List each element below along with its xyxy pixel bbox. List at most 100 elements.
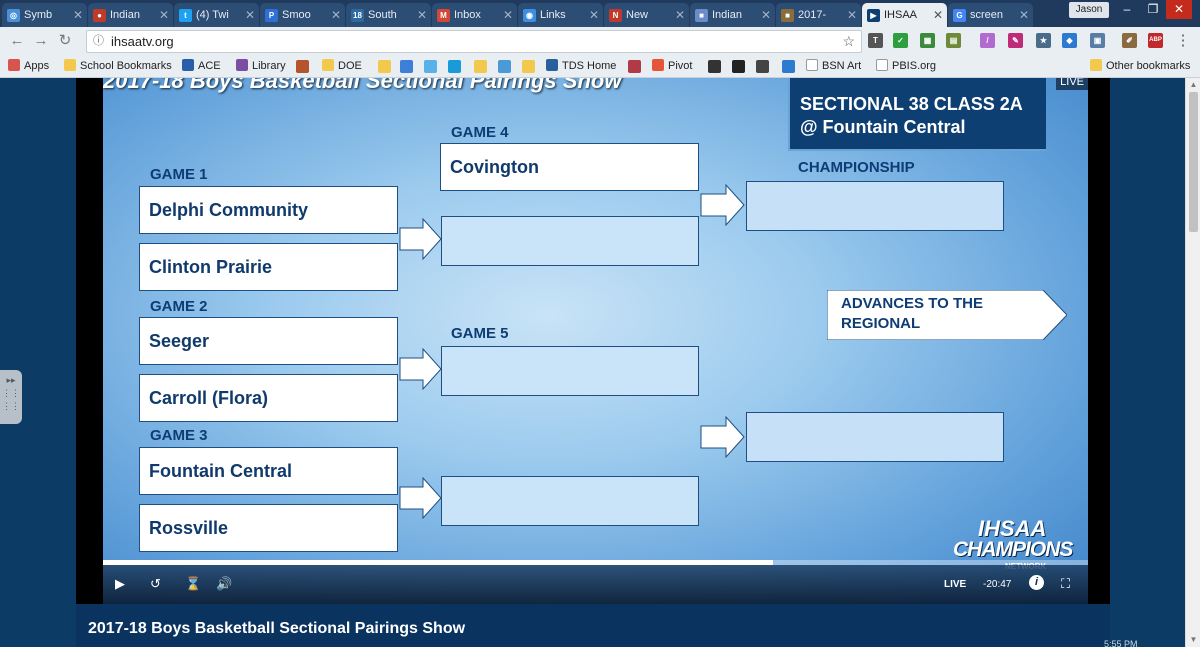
folder-icon[interactable] bbox=[474, 60, 487, 73]
extension-icon[interactable]: ✎ bbox=[1008, 33, 1023, 48]
h-bookmark-icon[interactable] bbox=[756, 60, 769, 73]
bookmark-apps[interactable]: Apps bbox=[8, 56, 49, 77]
close-tab-icon[interactable]: ✕ bbox=[760, 8, 771, 22]
folder-icon bbox=[1090, 59, 1102, 71]
site-bookmark-icon[interactable] bbox=[628, 60, 641, 73]
tab-10[interactable]: ■2017-✕ bbox=[776, 3, 861, 27]
pen-extension-icon[interactable]: / bbox=[980, 33, 995, 48]
video-progress-bar[interactable] bbox=[103, 560, 1088, 565]
star-extension-icon[interactable]: ★ bbox=[1036, 33, 1051, 48]
time-remaining: -20:47 bbox=[983, 579, 1012, 590]
live-badge[interactable]: LIVE bbox=[944, 579, 967, 590]
folder-icon[interactable] bbox=[522, 60, 535, 73]
classroom-extension-icon[interactable]: ▦ bbox=[920, 33, 935, 48]
w-bookmark-icon[interactable] bbox=[424, 60, 437, 73]
adblock-icon[interactable]: ABP bbox=[1148, 33, 1163, 48]
bookmark-tds-home[interactable]: TDS Home bbox=[546, 56, 616, 77]
close-tab-icon[interactable]: ✕ bbox=[158, 8, 169, 22]
tab-9[interactable]: ■Indian✕ bbox=[690, 3, 775, 27]
globe-icon: ◎ bbox=[7, 9, 20, 22]
tab-2[interactable]: ●Indian✕ bbox=[88, 3, 173, 27]
bookmark-star-icon[interactable]: ☆ bbox=[842, 33, 855, 49]
url-text[interactable]: ihsaatv.org bbox=[111, 34, 174, 49]
maximize-button[interactable]: ❐ bbox=[1147, 2, 1159, 16]
profile-button[interactable]: Jason bbox=[1069, 2, 1109, 18]
tab-7[interactable]: ◉Links✕ bbox=[518, 3, 603, 27]
site-bookmark-icon[interactable] bbox=[708, 60, 721, 73]
bookmark-library[interactable]: Library bbox=[236, 56, 286, 77]
folder-icon bbox=[322, 59, 334, 71]
checkmark-extension-icon[interactable]: ✓ bbox=[893, 33, 908, 48]
volume-icon[interactable]: 🔊 bbox=[216, 576, 233, 591]
extension-icon[interactable]: T bbox=[868, 33, 883, 48]
info-icon[interactable]: i bbox=[1029, 575, 1044, 590]
bracket-arrow-game4 bbox=[700, 184, 745, 226]
bookmark-ace[interactable]: ACE bbox=[182, 56, 221, 77]
hourglass-icon[interactable]: ⌛ bbox=[185, 576, 202, 591]
bookmark-other[interactable]: Other bookmarks bbox=[1090, 56, 1190, 77]
page-icon bbox=[876, 59, 888, 71]
forward-arrow-icon[interactable]: → bbox=[33, 32, 49, 49]
team-box-clinton: Clinton Prairie bbox=[139, 243, 398, 291]
close-tab-icon[interactable]: ✕ bbox=[674, 8, 685, 22]
side-panel-handle[interactable]: ▸▸⋮⋮⋮⋮ bbox=[0, 370, 22, 424]
video-player[interactable]: 2017-18 Boys Basketball Sectional Pairin… bbox=[76, 78, 1110, 604]
bookmark-doe[interactable]: DOE bbox=[322, 56, 362, 77]
bookmark-bsn-art[interactable]: BSN Art bbox=[806, 56, 861, 77]
tab-3[interactable]: t(4) Twi✕ bbox=[174, 3, 259, 27]
fullscreen-icon[interactable]: ⛶ bbox=[1061, 576, 1071, 591]
browser-toolbar: ← → ↻ ⓘ ihsaatv.org ☆ T ✓ ▦ ▤ / ✎ ★ ◆ ▣ … bbox=[0, 27, 1200, 56]
globe-bookmark-icon[interactable] bbox=[782, 60, 795, 73]
tab-1[interactable]: ◎Symb✕ bbox=[2, 3, 87, 27]
close-tab-icon[interactable]: ✕ bbox=[846, 8, 857, 22]
team-box-carroll: Carroll (Flora) bbox=[139, 374, 398, 422]
extension-icon[interactable]: ▣ bbox=[1090, 33, 1105, 48]
close-tab-icon[interactable]: ✕ bbox=[72, 8, 83, 22]
live-corner-badge: LIVE bbox=[1056, 78, 1088, 90]
scroll-up-arrow-icon[interactable]: ▲ bbox=[1189, 80, 1198, 89]
play-icon[interactable]: ▶ bbox=[115, 576, 125, 591]
minimize-button[interactable]: – bbox=[1123, 2, 1131, 16]
team-box-seeger: Seeger bbox=[139, 317, 398, 365]
d-bookmark-icon[interactable] bbox=[732, 60, 745, 73]
replay-history-icon[interactable]: ↺ bbox=[150, 576, 161, 591]
page-info-icon[interactable]: ⓘ bbox=[93, 35, 104, 47]
close-tab-icon[interactable]: ✕ bbox=[588, 8, 599, 22]
close-tab-icon[interactable]: ✕ bbox=[416, 8, 427, 22]
video-frame[interactable]: 2017-18 Boys Basketball Sectional Pairin… bbox=[103, 78, 1088, 604]
bookmark-pbis[interactable]: PBIS.org bbox=[876, 56, 936, 77]
reload-icon[interactable]: ↻ bbox=[58, 32, 72, 49]
menu-icon[interactable]: ⋮ bbox=[1175, 32, 1191, 49]
star-bookmark-icon[interactable] bbox=[400, 60, 413, 73]
bookmark-school-bookmarks[interactable]: School Bookmarks bbox=[64, 56, 172, 77]
folder-icon[interactable] bbox=[378, 60, 391, 73]
back-arrow-icon[interactable]: ← bbox=[9, 32, 25, 49]
basketball-bookmark-icon[interactable] bbox=[296, 60, 309, 73]
show-title: 2017-18 Boys Basketball Sectional Pairin… bbox=[103, 78, 622, 93]
page-scrollbar[interactable]: ▲ ▼ bbox=[1185, 78, 1200, 647]
twitter-icon: t bbox=[179, 9, 192, 22]
close-tab-icon[interactable]: ✕ bbox=[330, 8, 341, 22]
tab-11-active[interactable]: ▶IHSAA✕ bbox=[862, 3, 947, 27]
extension-icon[interactable]: ◆ bbox=[1062, 33, 1077, 48]
close-tab-icon[interactable]: ✕ bbox=[932, 8, 943, 22]
sectional-title: SECTIONAL 38 CLASS 2A bbox=[800, 94, 1023, 114]
extension-icon[interactable]: ✐ bbox=[1122, 33, 1137, 48]
bookmark-pivot[interactable]: Pivot bbox=[652, 56, 692, 77]
close-tab-icon[interactable]: ✕ bbox=[1018, 8, 1029, 22]
close-window-button[interactable]: ✕ bbox=[1166, 0, 1192, 19]
p-bookmark-icon[interactable] bbox=[448, 60, 461, 73]
scroll-thumb[interactable] bbox=[1189, 92, 1198, 232]
scroll-down-arrow-icon[interactable]: ▼ bbox=[1189, 635, 1198, 644]
address-bar[interactable]: ⓘ ihsaatv.org ☆ bbox=[86, 30, 862, 53]
close-tab-icon[interactable]: ✕ bbox=[244, 8, 255, 22]
close-tab-icon[interactable]: ✕ bbox=[502, 8, 513, 22]
extension-icon[interactable]: ▤ bbox=[946, 33, 961, 48]
bookmarks-bar: Apps School Bookmarks ACE Library DOE TD… bbox=[0, 56, 1200, 78]
a-bookmark-icon[interactable] bbox=[498, 60, 511, 73]
